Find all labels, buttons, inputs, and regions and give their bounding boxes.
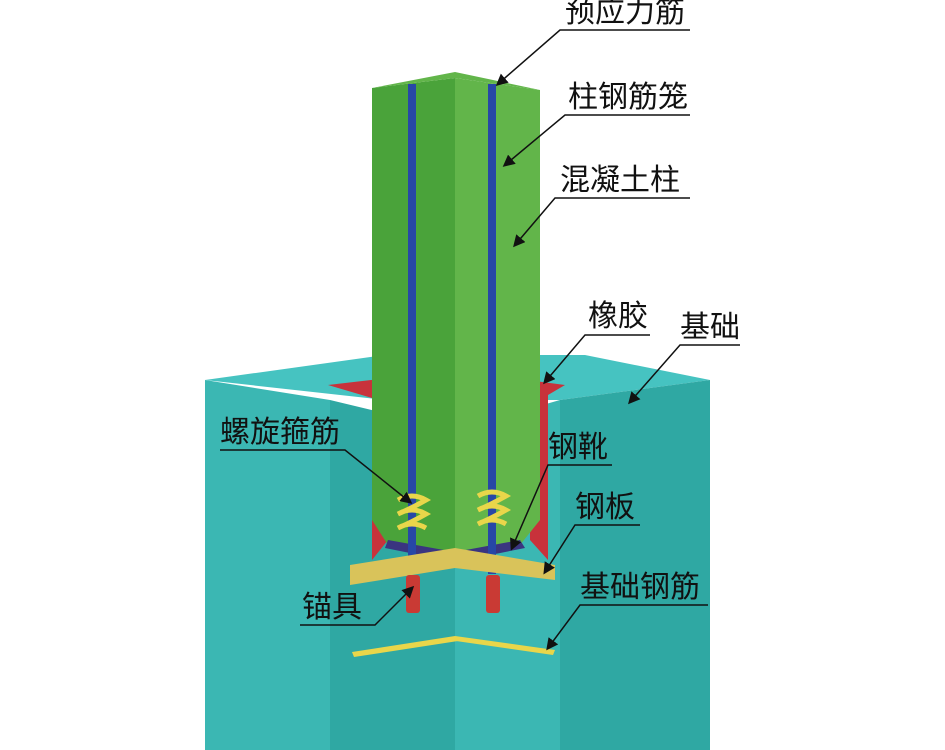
anchors xyxy=(406,575,500,613)
leader-prestressed-tendon xyxy=(495,29,690,86)
leader-spiral-stirrup xyxy=(220,449,413,504)
label-prestressed-tendon: 预应力筋 xyxy=(565,0,685,30)
label-spiral-stirrup: 螺旋箍筋 xyxy=(220,415,340,450)
label-steel-boot: 钢靴 xyxy=(548,430,608,465)
leader-foundation-rebar xyxy=(546,604,708,651)
label-concrete-column: 混凝土柱 xyxy=(560,163,680,198)
leader-steel-boot xyxy=(510,464,612,551)
label-foundation-rebar: 基础钢筋 xyxy=(580,570,700,605)
foundation-right-face xyxy=(560,380,710,750)
rebar-bar-right xyxy=(455,636,555,655)
concrete-column xyxy=(372,72,540,558)
prestressed-tendons xyxy=(408,84,496,574)
tendon-left xyxy=(408,84,416,574)
leader-concrete-column xyxy=(513,197,690,248)
anchor-right xyxy=(486,575,500,613)
leader-lines xyxy=(220,29,740,651)
tendon-right xyxy=(488,84,496,574)
leader-rubber xyxy=(543,334,650,385)
label-steel-plate: 钢板 xyxy=(575,490,635,525)
rebar-bar-left xyxy=(352,636,458,657)
foundation-left-face xyxy=(205,380,330,750)
spiral-left xyxy=(396,493,432,531)
leader-anchor xyxy=(300,585,415,626)
label-foundation: 基础 xyxy=(680,310,740,345)
leader-column-cage xyxy=(502,114,690,167)
label-anchor: 锚具 xyxy=(302,590,362,625)
foundation-rebar xyxy=(352,636,555,657)
label-column-cage: 柱钢筋笼 xyxy=(568,80,688,115)
anchor-left xyxy=(406,575,420,613)
labels: 预应力筋 柱钢筋笼 混凝土柱 橡胶 基础 螺旋箍筋 钢靴 钢板 锚具 基础钢筋 xyxy=(220,0,740,625)
column-right-face xyxy=(455,78,540,558)
spiral-right xyxy=(476,489,512,527)
label-rubber: 橡胶 xyxy=(588,299,648,334)
column-top-face xyxy=(372,72,540,90)
spiral-stirrups xyxy=(396,489,512,531)
leader-steel-plate xyxy=(543,524,640,575)
steel-plate xyxy=(350,548,555,585)
leader-foundation xyxy=(628,344,740,405)
